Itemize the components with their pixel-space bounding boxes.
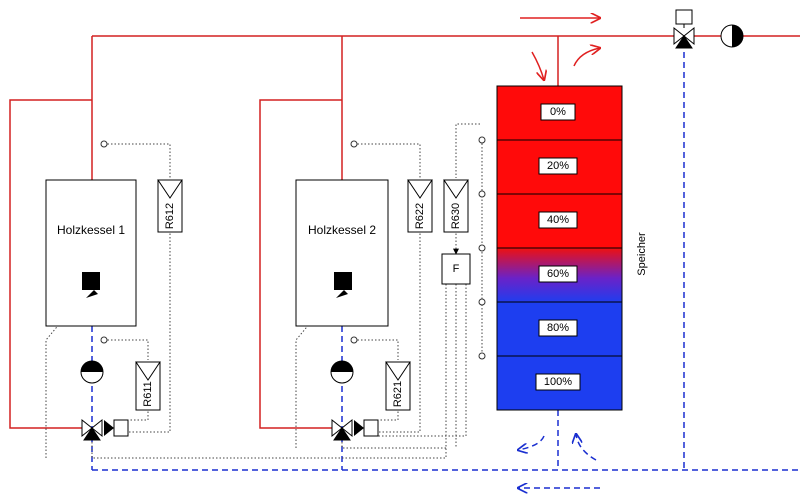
f-box[interactable]: F (441, 253, 471, 285)
svg-text:100%: 100% (544, 376, 572, 388)
svg-text:0%: 0% (550, 106, 566, 118)
sensor-r621[interactable]: R621 (385, 361, 411, 411)
flow-arrow-out-down (518, 435, 545, 450)
hot-flow-arrows (520, 18, 600, 80)
pump-2[interactable] (330, 360, 354, 384)
storage-tank[interactable]: 0% 20% 40% 60% 80% 100% (496, 85, 623, 411)
pump-1[interactable] (80, 360, 104, 384)
pump-icon (732, 25, 743, 47)
boiler-1-label: Holzkessel 1 (57, 223, 125, 237)
flow-arrow-in-left (531, 51, 544, 80)
svg-text:R621: R621 (392, 381, 404, 407)
svg-text:R630: R630 (450, 203, 462, 229)
mixing-valve-2[interactable] (331, 418, 379, 441)
storage-sensor-taps (478, 136, 486, 360)
boiler-2-label: Holzkessel 2 (308, 223, 376, 237)
boiler-1[interactable]: Holzkessel 1 (45, 179, 137, 327)
burner-icon (82, 272, 100, 290)
flow-arrow-in-up (576, 434, 597, 461)
valve-actuator-icon (113, 419, 129, 437)
sensor-r630[interactable]: R630 (443, 179, 469, 233)
flow-arrow-out-right (573, 48, 600, 67)
boiler-2[interactable]: Holzkessel 2 (295, 179, 389, 327)
svg-text:R612: R612 (164, 203, 176, 229)
signal-lines (45, 123, 483, 459)
svg-text:R622: R622 (414, 203, 426, 229)
svg-text:60%: 60% (547, 268, 569, 280)
level-0: 0% (540, 103, 576, 121)
boiler-taps (100, 140, 358, 344)
svg-text:20%: 20% (547, 160, 569, 172)
level-40: 40% (538, 211, 578, 229)
storage-label: Speicher (636, 232, 648, 276)
mixing-valve-main[interactable] (673, 9, 695, 49)
svg-text:R611: R611 (142, 381, 154, 406)
level-100: 100% (535, 373, 581, 391)
svg-text:40%: 40% (547, 214, 569, 226)
valve-actuator-icon (363, 419, 379, 437)
sensor-r622[interactable]: R622 (407, 179, 433, 233)
valve-actuator-icon (675, 9, 693, 25)
pump-icon (331, 361, 353, 372)
level-60: 60% (538, 265, 578, 283)
mixing-valve-1[interactable] (81, 418, 129, 441)
svg-text:80%: 80% (547, 322, 569, 334)
svg-text:F: F (453, 263, 460, 275)
burner-icon (334, 272, 352, 290)
burner-arrow-icon (86, 290, 98, 298)
pump-icon (81, 361, 103, 372)
sensor-r611[interactable]: R611 (135, 361, 161, 411)
burner-arrow-icon (336, 290, 348, 298)
level-20: 20% (538, 157, 578, 175)
sensor-r612[interactable]: R612 (157, 179, 183, 233)
level-80: 80% (538, 319, 578, 337)
pump-main[interactable] (720, 24, 744, 48)
